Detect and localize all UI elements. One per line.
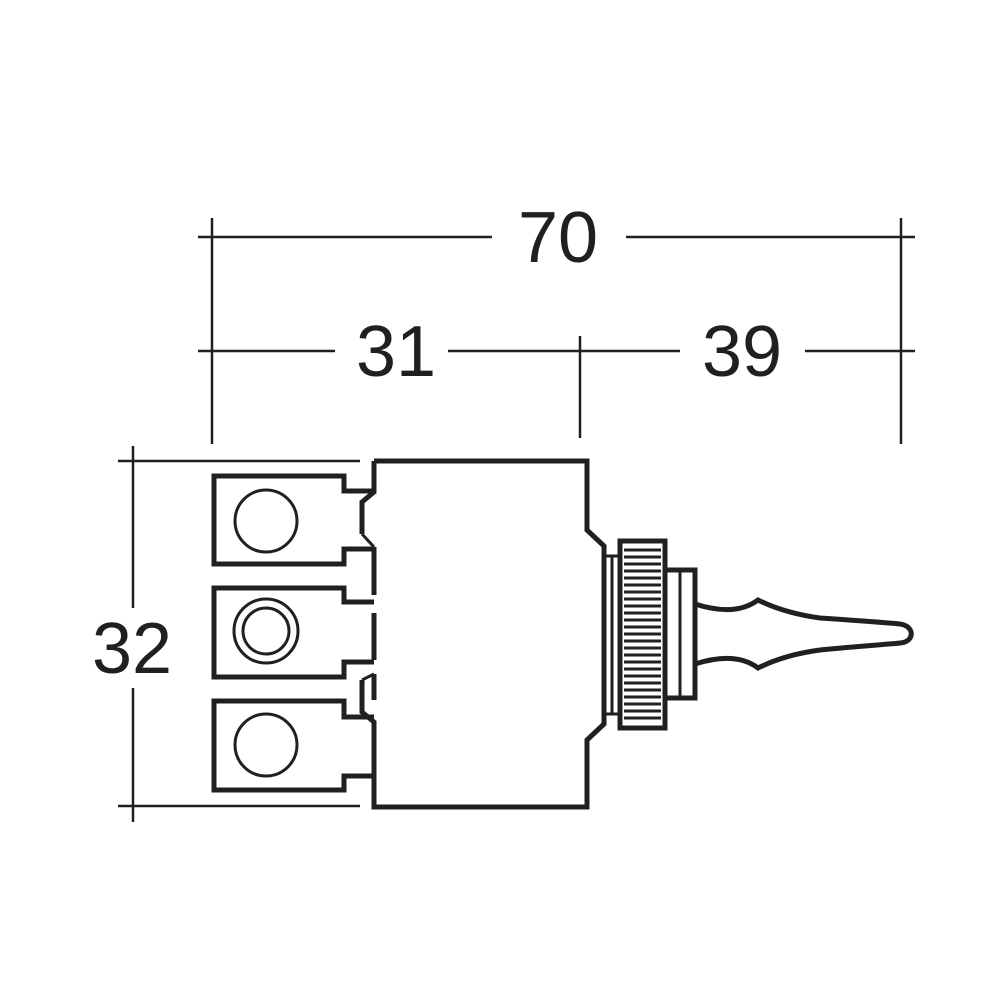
terminal-bottom [211, 698, 374, 793]
switch-housing [359, 458, 607, 810]
terminal-middle-screw-outer [232, 597, 300, 665]
terminal-top-screw [233, 488, 299, 554]
housing-outline [359, 458, 607, 810]
dimension-label-terminal-section: 31 [356, 312, 436, 392]
terminal-top-outline [211, 473, 374, 567]
dimension-height: 32 [92, 446, 360, 822]
dimension-partial-lengths: 31 39 [198, 312, 915, 392]
housing-left-notches [360, 490, 376, 724]
terminal-middle-screw-inner [241, 606, 291, 656]
terminal-middle-outline [211, 585, 374, 680]
toggle-lever-outline [694, 597, 914, 671]
terminals [211, 473, 374, 793]
terminal-middle [211, 585, 374, 680]
toggle-lever [694, 597, 914, 671]
extension-lines-horizontal [210, 218, 903, 444]
dimension-label-overall-length: 70 [518, 198, 598, 278]
dimension-overall-length: 70 [198, 198, 915, 278]
nut-knurling [624, 548, 661, 720]
terminal-bottom-screw [233, 712, 299, 778]
dimension-label-height: 32 [92, 609, 172, 689]
bushing-nut [602, 538, 698, 731]
terminal-top [211, 473, 374, 567]
dimension-label-toggle-section: 39 [702, 312, 782, 392]
terminal-bottom-outline [211, 698, 374, 793]
